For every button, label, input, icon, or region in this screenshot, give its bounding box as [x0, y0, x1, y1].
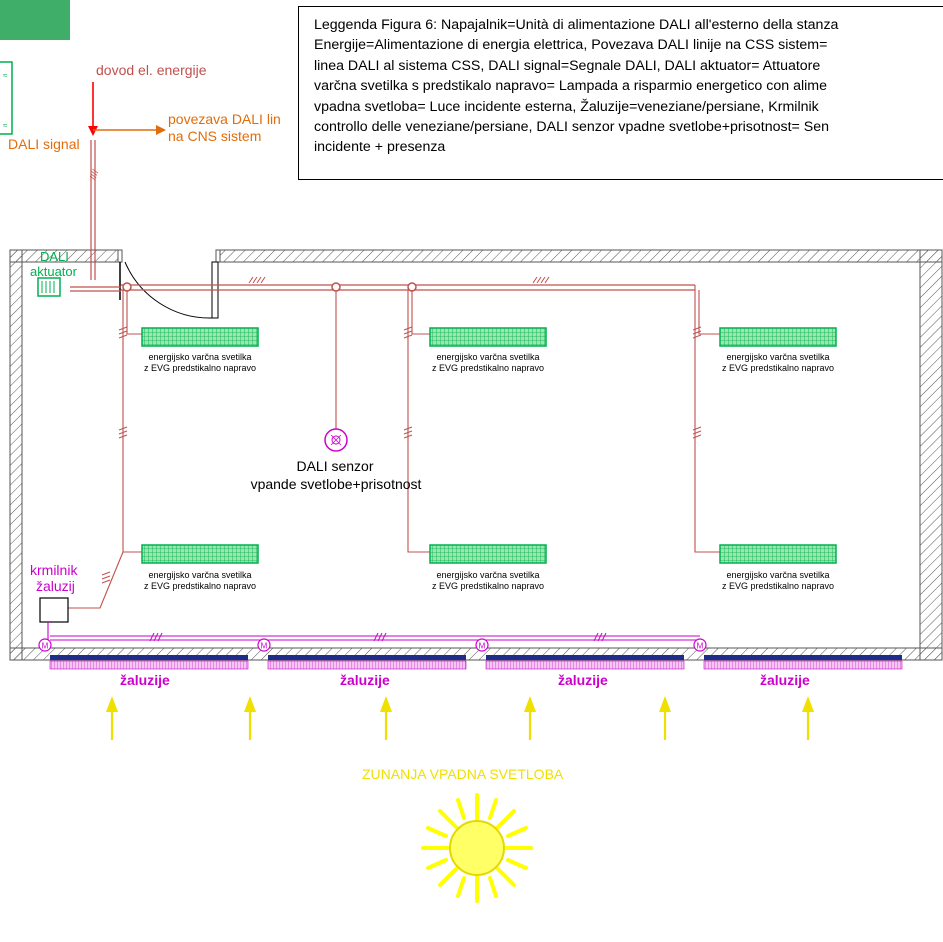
legend-line: controllo delle veneziane/persiane, DALI…: [314, 119, 830, 136]
cns-link-arrow: [93, 125, 166, 135]
sensor-label-2: vpande svetlobe+prisotnost: [250, 476, 422, 492]
actuator-icon: [37, 277, 61, 297]
blind-label: žaluzije: [558, 672, 608, 688]
blind-controller-box: [39, 597, 69, 640]
junction-node: [407, 282, 417, 292]
lamp-caption-line2: z EVG predstikalno napravo: [721, 363, 835, 373]
legend-line: varčna svetilka s predstikalo napravo= L…: [314, 78, 827, 95]
junction-node: [331, 282, 341, 292]
lamp-caption: energijsko varčna svetilka z EVG predsti…: [710, 352, 846, 374]
lamp-caption: energijsko varčna svetilka z EVG predsti…: [710, 570, 846, 592]
sun-icon: [421, 793, 533, 903]
junction-node: [122, 282, 132, 292]
lamp-caption: energijsko varčna svetilka z EVG predsti…: [132, 352, 268, 374]
lamp-caption-line1: energijsko varčna svetilka: [148, 570, 252, 580]
lamp-caption: energijsko varčna svetilka z EVG predsti…: [420, 570, 556, 592]
svg-text:M: M: [479, 642, 486, 651]
feed-cables: [70, 140, 121, 292]
lamp-caption-line2: z EVG predstikalno napravo: [143, 363, 257, 373]
legend-line: linea DALI al sistema CSS, DALI signal=S…: [314, 57, 821, 74]
lamp-caption-line1: energijsko varčna svetilka: [148, 352, 252, 362]
lamp-caption-line1: energijsko varčna svetilka: [726, 352, 830, 362]
bus-tick-marks: [248, 276, 550, 284]
svg-text:≈: ≈: [3, 71, 8, 80]
svg-text:M: M: [697, 642, 704, 651]
svg-text:M: M: [42, 642, 49, 651]
lamp: [719, 544, 837, 564]
legend-line: Leggenda Figura 6: Napajalnik=Unità di a…: [314, 17, 839, 33]
blind-bar: [485, 655, 685, 670]
svg-text:////: ////: [88, 168, 101, 181]
legend-box: Leggenda Figura 6: Napajalnik=Unità di a…: [298, 6, 943, 180]
sensor-label-1: DALI senzor: [296, 458, 374, 474]
power-supply-box: [0, 61, 13, 135]
lamp: [719, 327, 837, 347]
dali-signal-label: DALI signal: [8, 136, 80, 152]
power-feed-arrow: [88, 82, 98, 136]
blind-label: žaluzije: [760, 672, 810, 688]
legend-line: incidente + presenza: [314, 139, 446, 156]
branch-cables-col2: [407, 290, 430, 553]
legend-line: Energije=Alimentazione di energia elettr…: [314, 37, 828, 54]
cns-link-label-2: na CNS sistem: [168, 128, 262, 144]
branch-cables-col3: [694, 285, 720, 553]
legend-line: vpadna svetloba= Luce incidente esterna,…: [314, 98, 819, 115]
blind-controller-label-1: krmilnik: [30, 562, 78, 578]
exterior-light-label: ZUNANJA VPADNA SVETLOBA: [362, 766, 564, 782]
lamp-caption: energijsko varčna svetilka z EVG predsti…: [132, 570, 268, 592]
blind-motor-icon: M: [38, 638, 52, 652]
blind-bar: [703, 655, 903, 670]
blind-label: žaluzije: [120, 672, 170, 688]
blind-motor-icon: M: [693, 638, 707, 652]
power-supply-label: dovod el. energije: [96, 62, 207, 78]
lamp-caption-line2: z EVG predstikalno napravo: [431, 363, 545, 373]
actuator-label-1: DALI: [40, 249, 69, 264]
lamp: [429, 327, 547, 347]
lamp-caption-line2: z EVG predstikalno napravo: [143, 581, 257, 591]
lamp-caption-line2: z EVG predstikalno napravo: [721, 581, 835, 591]
lamp-caption-line2: z EVG predstikalno napravo: [431, 581, 545, 591]
lamp-caption-line1: energijsko varčna svetilka: [726, 570, 830, 580]
lamp-caption-line1: energijsko varčna svetilka: [436, 352, 540, 362]
cns-link-label-1: povezava DALI lin: [168, 111, 281, 127]
lamp: [141, 327, 259, 347]
sensor-icon: [324, 428, 348, 452]
branch-cables-col1: [68, 290, 142, 609]
blind-label: žaluzije: [340, 672, 390, 688]
lamp: [429, 544, 547, 564]
lamp: [141, 544, 259, 564]
light-arrows: [106, 696, 814, 740]
lamp-caption-line1: energijsko varčna svetilka: [436, 570, 540, 580]
svg-text:≈: ≈: [3, 121, 8, 130]
blind-controller-label-2: žaluzij: [36, 578, 75, 594]
lamp-caption: energijsko varčna svetilka z EVG predsti…: [420, 352, 556, 374]
svg-text:M: M: [261, 642, 268, 651]
cable-hatch-marks: [101, 326, 702, 584]
blind-bus-hatch: [149, 632, 607, 642]
blind-bar: [49, 655, 249, 670]
blind-bar: [267, 655, 467, 670]
room-walls: [9, 249, 943, 661]
header-green-block: [0, 0, 70, 40]
blind-motor-icon: M: [475, 638, 489, 652]
actuator-label-2: aktuator: [30, 264, 77, 279]
blind-motor-icon: M: [257, 638, 271, 652]
